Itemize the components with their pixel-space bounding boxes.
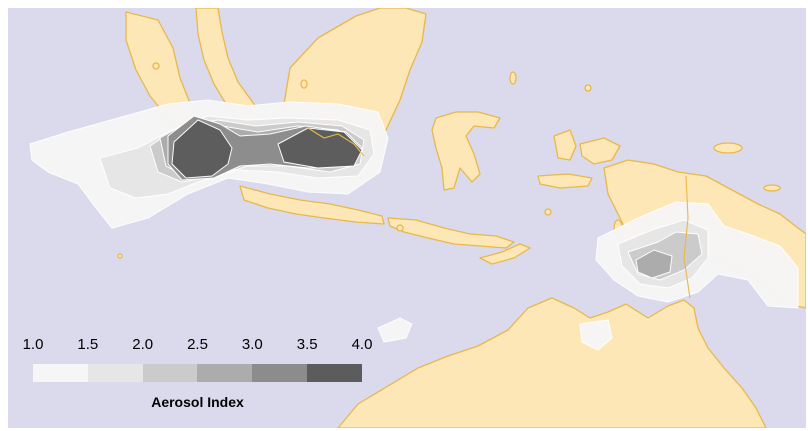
legend-tick: 2.0 (132, 336, 154, 353)
legend-tick-labels: 1.0 1.5 2.0 2.5 3.0 3.5 4.0 (16, 336, 376, 358)
land-lesser-sunda (387, 217, 515, 249)
aerosol-plume-east (377, 201, 799, 351)
aerosol-contour-3.5-borneo (277, 127, 363, 169)
legend-color-bar (33, 364, 362, 382)
border-new-guinea (683, 175, 691, 299)
land-island-7 (300, 79, 308, 89)
legend-tick: 3.5 (296, 336, 318, 353)
legend-tick: 4.0 (351, 336, 373, 353)
land-sulawesi (431, 111, 501, 191)
legend-tick: 3.0 (241, 336, 263, 353)
aerosol-contour-2.5-ng (635, 249, 673, 279)
land-island-8 (152, 62, 160, 70)
land-australia (337, 297, 767, 428)
map-canvas (8, 8, 806, 428)
map-frame (8, 8, 806, 428)
land-java (239, 185, 385, 225)
border-borneo (307, 127, 365, 157)
aerosol-contour-3.5-sumatra (171, 119, 233, 179)
legend-swatch-6 (307, 364, 362, 382)
land-island-1 (509, 71, 517, 85)
aerosol-patch-australia (579, 319, 613, 351)
aerosol-patch-sea (377, 317, 413, 343)
legend-swatch-2 (87, 364, 143, 382)
land-island-2 (584, 84, 592, 92)
land-island-9 (117, 253, 123, 259)
legend-swatch-3 (142, 364, 198, 382)
legend-title: Aerosol Index (151, 394, 244, 410)
land-mindanao (579, 137, 621, 165)
land-island-4 (396, 224, 404, 232)
land-halmahera (553, 129, 577, 161)
legend-tick: 2.5 (187, 336, 208, 353)
land-island-6 (763, 184, 781, 192)
land-seram (537, 173, 593, 189)
land-island-10 (544, 208, 552, 216)
legend-swatch-1 (33, 364, 88, 382)
land-island-5 (713, 142, 743, 154)
aerosol-plume-west (29, 99, 389, 229)
legend-swatch-5 (252, 364, 308, 382)
legend-tick: 1.0 (22, 336, 44, 353)
land-timor (479, 243, 531, 265)
legend-tick: 1.5 (77, 336, 99, 353)
legend-swatch-4 (197, 364, 253, 382)
